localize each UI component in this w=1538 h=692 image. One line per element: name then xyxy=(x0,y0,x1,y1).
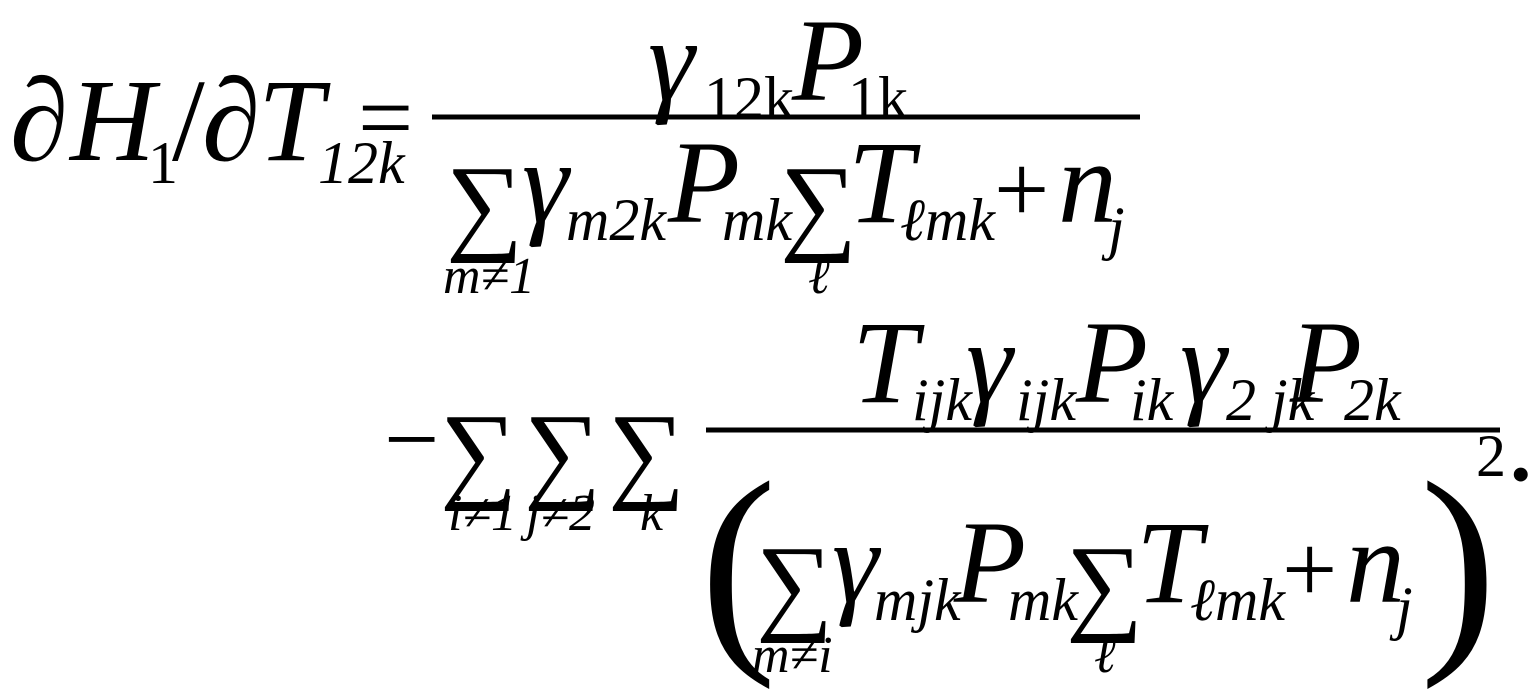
var-P: P xyxy=(953,497,1026,628)
sum-limit-2: ℓ xyxy=(808,248,830,305)
var-gamma: γ xyxy=(966,297,1016,428)
sum-symbol-j: ∑ xyxy=(524,393,601,512)
sub-gamma: m2k xyxy=(566,187,667,253)
partial-symbol: ∂ xyxy=(10,55,68,186)
sum-symbol-k: ∑ xyxy=(608,393,685,512)
sum-symbol-2: ∑ xyxy=(780,145,857,264)
var-n: n xyxy=(1346,497,1405,628)
sub-gamma: ijk xyxy=(1016,367,1077,433)
slash: / xyxy=(172,55,205,186)
var-P: P xyxy=(791,0,864,126)
plus-sign: + xyxy=(1282,516,1337,624)
var-gamma: γ xyxy=(522,117,572,248)
sum-limit: m≠1 xyxy=(443,248,535,305)
sub-T: ℓmk xyxy=(1190,567,1286,633)
sum-symbol-i: ∑ xyxy=(440,393,517,512)
sub-T: 12k xyxy=(318,130,406,196)
partial-symbol-2: ∂ xyxy=(202,55,260,186)
sum-limit-k: k xyxy=(640,485,664,542)
sum-symbol-2: ∑ xyxy=(1066,525,1143,644)
fraction-1: γ 12k P 1k ∑ m≠1 γ m2k P mk ∑ ℓ T ℓmk + … xyxy=(432,0,1140,305)
sum-limit-j: j≠2 xyxy=(520,485,595,542)
var-n: n xyxy=(1058,117,1117,248)
sub-P: ik xyxy=(1130,367,1175,433)
var-H: H xyxy=(68,55,161,186)
var-P: P xyxy=(667,117,740,248)
var-T: T xyxy=(258,55,331,186)
minus-sign: − xyxy=(384,386,439,494)
equals-sign: = xyxy=(358,64,413,172)
sub-P: 1k xyxy=(848,65,908,131)
sum-limit: m≠i xyxy=(752,627,833,684)
var-gamma: γ xyxy=(832,497,882,628)
sub-T: ℓmk xyxy=(900,187,996,253)
sub-gamma: 12k xyxy=(704,65,794,131)
var-P: P xyxy=(1075,297,1148,428)
sum-symbol: ∑ xyxy=(756,525,833,644)
var-T: T xyxy=(852,297,925,428)
sub-P-2: 2k xyxy=(1344,367,1402,433)
term-2: − ∑ i≠1 ∑ j≠2 ∑ k T ijk γ ijk P ik γ 2 j… xyxy=(384,297,1536,690)
right-paren: ) xyxy=(1420,435,1497,690)
var-gamma: γ xyxy=(648,0,698,126)
sub-gamma-text: 12k xyxy=(704,65,794,131)
sum-symbol: ∑ xyxy=(446,145,523,264)
left-paren: ( xyxy=(700,435,777,690)
sub-P: mk xyxy=(722,187,793,253)
sub-gamma: mjk xyxy=(874,567,962,633)
sum-limit-2: ℓ xyxy=(1094,627,1116,684)
lhs: ∂ H 1 / ∂ T 12k = xyxy=(10,55,413,196)
var-T: T xyxy=(1136,497,1209,628)
exponent: 2 xyxy=(1476,423,1506,489)
sub-gamma-2: 2 jk xyxy=(1226,367,1316,433)
plus-sign: + xyxy=(994,136,1049,244)
sub-T: ijk xyxy=(912,367,973,433)
sum-limit-i: i≠1 xyxy=(448,485,517,542)
sub-P: mk xyxy=(1008,567,1079,633)
var-P-2: P xyxy=(1289,297,1362,428)
var-T: T xyxy=(848,117,921,248)
var-gamma-2: γ xyxy=(1180,297,1230,428)
sub-H: 1 xyxy=(148,130,178,196)
period: . xyxy=(1506,375,1536,506)
